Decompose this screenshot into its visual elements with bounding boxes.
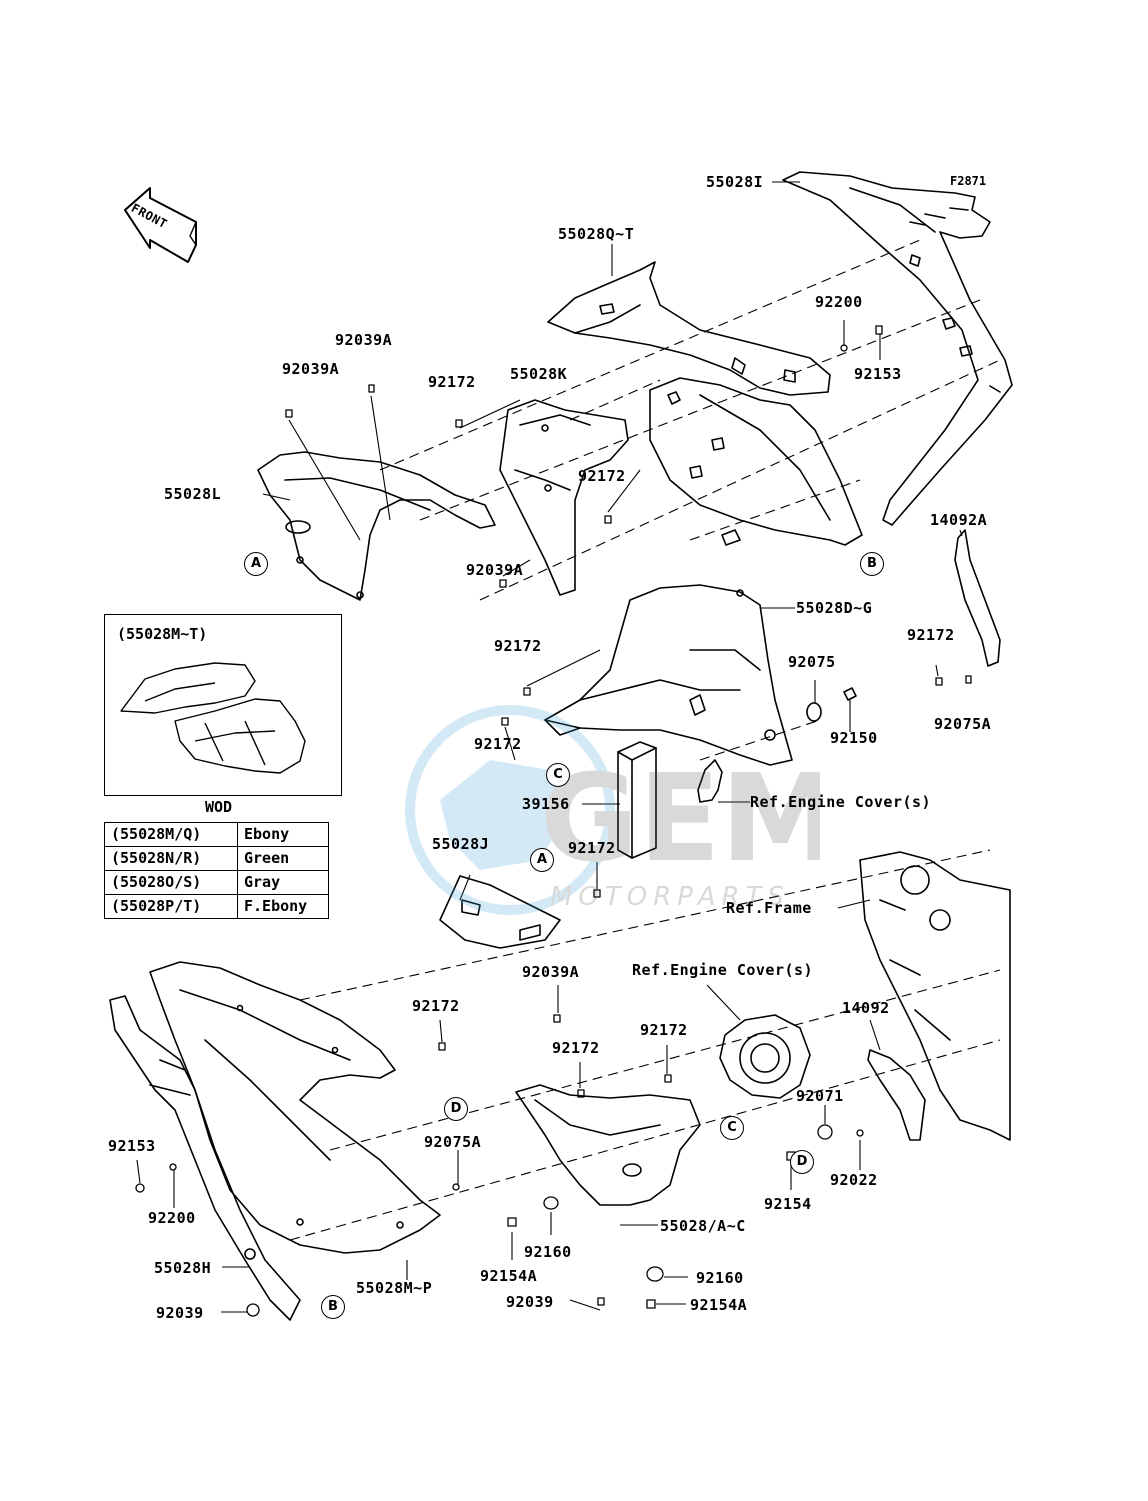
- upper-cowl-55028I: [782, 171, 1013, 526]
- part-label-92071: 92071: [796, 1087, 844, 1105]
- side-fairing-55028QT: [547, 261, 831, 396]
- callout-A: A: [244, 552, 268, 576]
- inset-fairing-drawing: [120, 662, 306, 774]
- part-label-92039A: 92039A: [466, 561, 524, 579]
- part-label-92039: 92039: [156, 1304, 204, 1322]
- table-row: (55028O/S)Gray: [104, 870, 329, 895]
- leader-lines: [136, 181, 963, 1313]
- part-label-55028H: 55028H: [154, 1259, 212, 1277]
- color-name: F.Ebony: [237, 894, 329, 919]
- front-arrow-icon: [124, 187, 197, 263]
- part-label-92153: 92153: [108, 1137, 156, 1155]
- lower-fairing-55028MP: [149, 961, 441, 1254]
- inset-title: (55028M~T): [117, 625, 208, 643]
- table-row: (55028M/Q)Ebony: [104, 822, 329, 847]
- color-code: (55028M/Q): [104, 822, 238, 847]
- figure-id: F2871: [950, 174, 987, 188]
- inner-panel-55028K: [499, 399, 629, 596]
- ref-frame-label: Ref.Frame: [726, 899, 812, 917]
- callout-D: D: [444, 1097, 468, 1121]
- part-label-55028AC: 55028/A~C: [660, 1217, 746, 1235]
- grommet-92075: [806, 687, 857, 722]
- part-label-92039A: 92039A: [335, 331, 393, 349]
- part-label-92075A: 92075A: [934, 715, 992, 733]
- part-label-92153: 92153: [854, 365, 902, 383]
- table-row: (55028P/T)F.Ebony: [104, 894, 329, 919]
- color-name: Green: [237, 846, 329, 871]
- assembly-lines: [289, 239, 1001, 1241]
- part-label-55028L: 55028L: [164, 485, 222, 503]
- strip-14092A: [954, 529, 1001, 667]
- callout-C: C: [546, 763, 570, 787]
- part-label-92075: 92075: [788, 653, 836, 671]
- bracket-55028J: [439, 875, 561, 949]
- side-panel-55028DG: [544, 584, 793, 766]
- inset-caption: WOD: [205, 798, 233, 816]
- fasteners: [135, 325, 972, 1317]
- part-label-55028MP: 55028M~P: [356, 1279, 433, 1297]
- under-cowl-55028AC: [515, 1084, 701, 1206]
- part-label-55028K: 55028K: [510, 365, 568, 383]
- watermark-brand: GEM: [540, 750, 820, 889]
- part-label-92160: 92160: [524, 1243, 572, 1261]
- frame-ref: [859, 851, 1011, 1141]
- color-code: (55028O/S): [104, 870, 238, 895]
- part-label-92039A: 92039A: [282, 360, 340, 378]
- color-name: Ebony: [237, 822, 329, 847]
- callout-A: A: [530, 848, 554, 872]
- part-label-55028I: 55028I: [706, 173, 764, 191]
- bracket-ref-engine: [697, 759, 723, 803]
- part-label-92154A: 92154A: [480, 1267, 538, 1285]
- callout-B: B: [321, 1295, 345, 1319]
- part-label-92172: 92172: [640, 1021, 688, 1039]
- watermark-logo: GEM MOTORPARTS: [405, 705, 820, 915]
- part-label-55028J: 55028J: [432, 835, 490, 853]
- part-label-92172: 92172: [474, 735, 522, 753]
- color-table: (55028M/Q)Ebony (55028N/R)Green (55028O/…: [104, 822, 329, 919]
- ref-engine-cover-label: Ref.Engine Cover(s): [632, 961, 814, 979]
- part-label-92154A: 92154A: [690, 1296, 748, 1314]
- part-label-92172: 92172: [428, 373, 476, 391]
- part-label-92039A: 92039A: [522, 963, 580, 981]
- bracket-14092: [867, 1049, 926, 1141]
- part-label-92172: 92172: [494, 637, 542, 655]
- part-label-92172: 92172: [412, 997, 460, 1015]
- callout-B: B: [860, 552, 884, 576]
- part-label-92022: 92022: [830, 1171, 878, 1189]
- part-label-14092A: 14092A: [930, 511, 988, 529]
- inner-fairing-panel: [649, 377, 863, 546]
- part-label-92172: 92172: [578, 467, 626, 485]
- part-label-92200: 92200: [815, 293, 863, 311]
- watermark-sub: MOTORPARTS: [550, 882, 790, 912]
- engine-cover-ref: [719, 1014, 811, 1099]
- part-label-92172: 92172: [568, 839, 616, 857]
- part-label-92160: 92160: [696, 1269, 744, 1287]
- damper-39156: [617, 741, 657, 859]
- color-code: (55028P/T): [104, 894, 238, 919]
- part-label-92154: 92154: [764, 1195, 812, 1213]
- ref-engine-cover-label: Ref.Engine Cover(s): [750, 793, 932, 811]
- inset-box: (55028M~T): [104, 614, 342, 796]
- part-label-92200: 92200: [148, 1209, 196, 1227]
- inner-cover-55028L: [257, 451, 496, 601]
- part-label-92150: 92150: [830, 729, 878, 747]
- part-label-92039: 92039: [506, 1293, 554, 1311]
- part-label-55028QT: 55028Q~T: [558, 225, 635, 243]
- part-label-92172: 92172: [552, 1039, 600, 1057]
- part-label-39156: 39156: [522, 795, 570, 813]
- part-label-92172: 92172: [907, 626, 955, 644]
- part-label-92075A: 92075A: [424, 1133, 482, 1151]
- color-name: Gray: [237, 870, 329, 895]
- part-label-14092: 14092: [842, 999, 890, 1017]
- callout-C: C: [720, 1116, 744, 1140]
- color-code: (55028N/R): [104, 846, 238, 871]
- part-label-55028DG: 55028D~G: [796, 599, 873, 617]
- front-lower-55028H: [109, 995, 301, 1321]
- callout-D: D: [790, 1150, 814, 1174]
- table-row: (55028N/R)Green: [104, 846, 329, 871]
